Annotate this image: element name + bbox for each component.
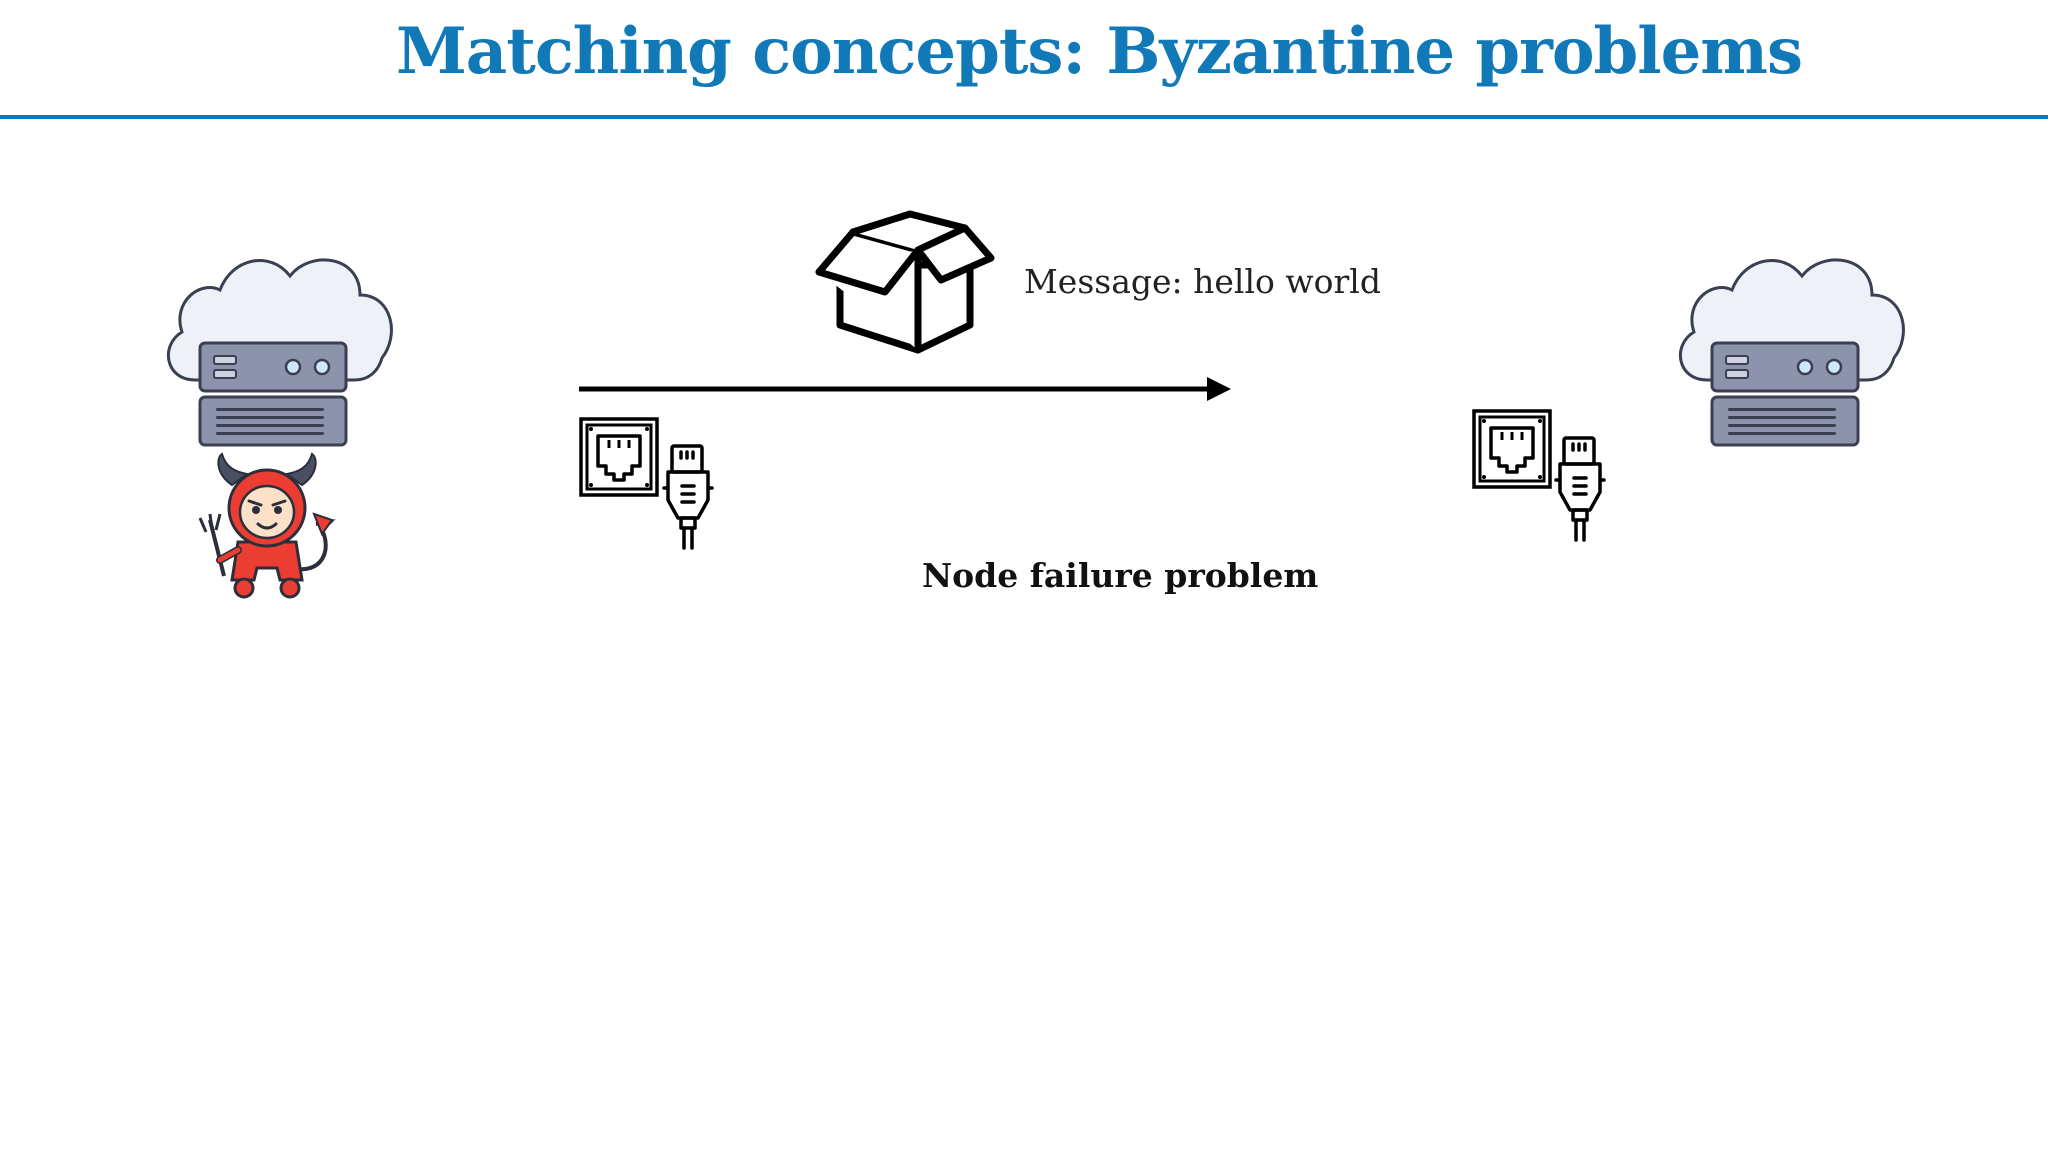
- attacker-devil-icon: [198, 452, 336, 599]
- title-divider: [0, 115, 2048, 119]
- left-ethernet-plug-icon: [662, 444, 714, 550]
- slide-title: Matching concepts: Byzantine problems: [395, 14, 1803, 89]
- message-open-box-icon: [815, 210, 995, 354]
- message-label: Message: hello world: [1024, 262, 1381, 301]
- receiver-cloud-server-icon: [1678, 258, 1905, 447]
- diagram-caption: Node failure problem: [922, 556, 1319, 595]
- left-ethernet-port-icon: [579, 417, 659, 497]
- sender-cloud-server-icon: [166, 258, 393, 447]
- right-ethernet-port-icon: [1472, 409, 1552, 489]
- message-arrow: [579, 377, 1231, 401]
- right-ethernet-plug-icon: [1554, 436, 1606, 542]
